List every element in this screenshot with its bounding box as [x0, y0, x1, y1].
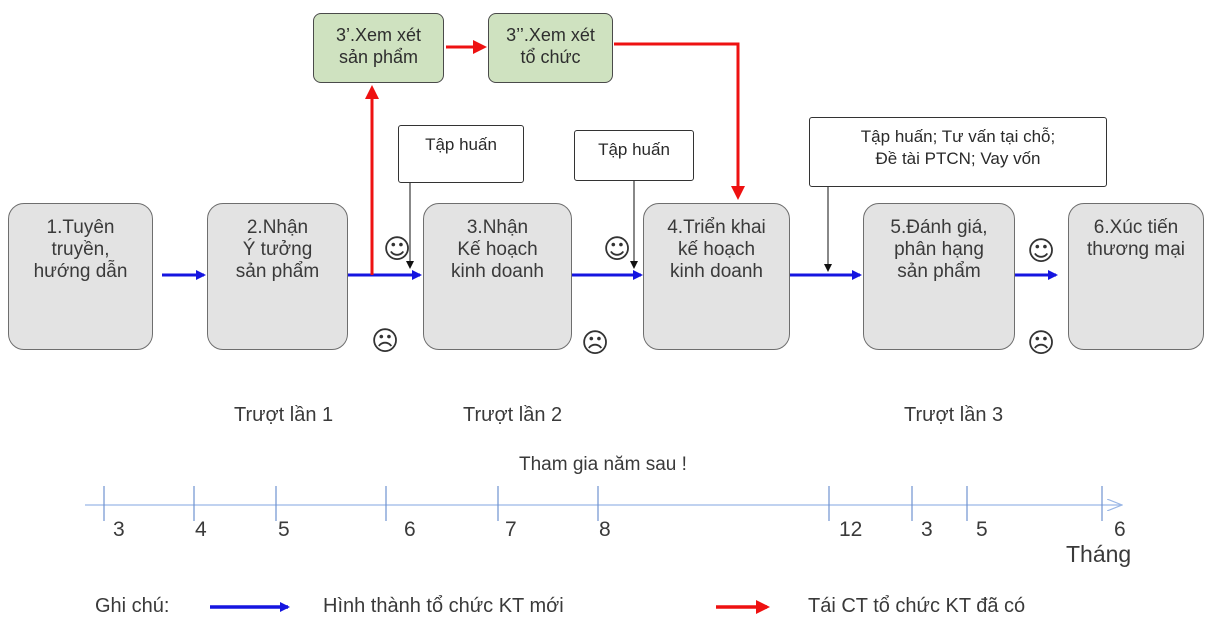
red-arrow-to-4 [614, 42, 745, 200]
step-4-box: 4.Triển khai kế hoạch kinh doanh [643, 203, 790, 350]
sad-face-icon-2: ☹ [581, 328, 610, 359]
sad-face-icon-1: ☹ [371, 326, 400, 357]
step-3-box: 3.Nhận Kế hoạch kinh doanh [423, 203, 572, 350]
timeline-tick-label: 12 [839, 518, 863, 541]
timeline-tick-label: 7 [505, 518, 517, 541]
step-3pp-box: 3’’.Xem xét tổ chức [488, 13, 613, 83]
happy-face-icon-3: ☺ [1027, 236, 1056, 267]
timeline-tick-label: 4 [195, 518, 207, 541]
fail-label-2: Trượt lần 2 [463, 404, 563, 426]
happy-face-icon-1: ☺ [383, 234, 412, 265]
callout-support: Tập huấn; Tư vấn tại chỗ; Đề tài PTCN; V… [809, 117, 1107, 187]
callout-training-2: Tập huấn [574, 130, 694, 181]
step-6-box: 6.Xúc tiến thương mại [1068, 203, 1204, 350]
timeline-tick-label: 3 [113, 518, 125, 541]
timeline-tick-label: 3 [921, 518, 933, 541]
fail-label-1: Trượt lần 1 [234, 404, 334, 426]
timeline-unit-label: Tháng [1066, 541, 1132, 567]
happy-face-icon-2: ☺ [603, 234, 632, 265]
legend-new-org-label: Hình thành tổ chức KT mới [323, 595, 564, 617]
sad-face-icon-3: ☹ [1027, 328, 1056, 359]
legend-existing-org-label: Tái CT tổ chức KT đã có [808, 595, 1026, 617]
timeline-tick-marks [103, 486, 1103, 521]
legend-title: Ghi chú: [95, 595, 170, 617]
timeline-tick-label: 6 [404, 518, 416, 541]
timeline-tick-label: 5 [278, 518, 290, 541]
fail-label-3: Trượt lần 3 [904, 404, 1004, 426]
timeline-tick-label: 6 [1114, 518, 1126, 541]
next-year-label: Tham gia năm sau ! [519, 454, 687, 475]
step-3p-box: 3’.Xem xét sản phẩm [313, 13, 444, 83]
step-2-box: 2.Nhận Ý tưởng sản phẩm [207, 203, 348, 350]
callout-training-1: Tập huấn [398, 125, 524, 183]
step-1-box: 1.Tuyên truyền, hướng dẫn [8, 203, 153, 350]
step-5-box: 5.Đánh giá, phân hạng sản phẩm [863, 203, 1015, 350]
timeline-tick-label: 8 [599, 518, 611, 541]
timeline-tick-label: 5 [976, 518, 988, 541]
